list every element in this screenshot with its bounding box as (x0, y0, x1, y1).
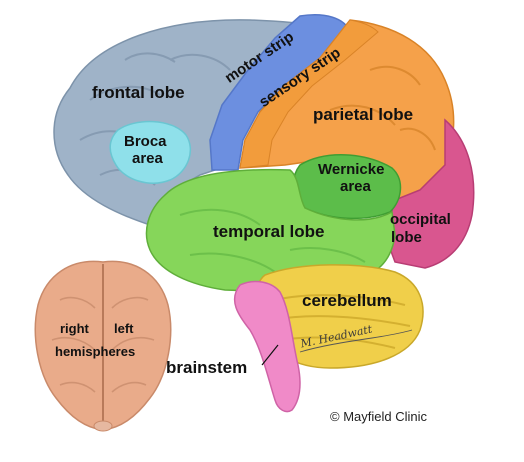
brainstem-pointer (261, 344, 279, 366)
signature-stroke (299, 329, 413, 353)
hemispheres-label: hemispheres (55, 344, 136, 359)
temporal-lobe-region (145, 168, 396, 292)
frontal-lobe-label: frontal lobe (92, 83, 185, 102)
parietal-gyri (329, 65, 436, 151)
sensory-strip-region (239, 19, 379, 169)
copyright-credit: © Mayfield Clinic (330, 409, 427, 424)
parietal-lobe-label: parietal lobe (313, 105, 414, 124)
occipital-lobe-region (384, 118, 475, 269)
broca-area-label-line1: Broca (124, 133, 167, 150)
wernicke-area-label-line1: Wernicke (318, 161, 385, 178)
top-view-gyri (51, 296, 155, 393)
top-view-stem (93, 420, 113, 432)
right-hemisphere-label: right (60, 321, 89, 336)
left-hemisphere-label: left (114, 321, 134, 336)
parietal-lobe-region (239, 19, 455, 201)
cerebellum-label: cerebellum (302, 291, 392, 310)
broca-area-region (109, 120, 191, 184)
occipital-lobe-label-line1: occipital (390, 211, 451, 228)
brainstem-label: brainstem (166, 358, 248, 377)
temporal-lobe-label: temporal lobe (213, 222, 325, 241)
broca-area-label-line2: area (132, 150, 163, 167)
wernicke-area-label-line2: area (340, 178, 371, 195)
occipital-lobe-label-line2: lobe (391, 229, 422, 246)
brainstem-region (233, 280, 301, 413)
temporal-gyri (179, 208, 366, 273)
